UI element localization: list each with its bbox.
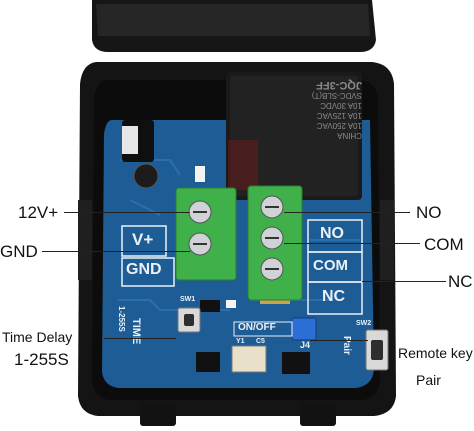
silk-nc: NC — [322, 288, 346, 305]
relay-model: SVDC-SLB(T) — [311, 91, 362, 100]
relay-rating-1: 10A 250VAC — [316, 121, 362, 130]
silk-j4: J4 — [300, 340, 311, 350]
silk-v-plus: V+ — [132, 230, 154, 249]
silk-y1: Y1 — [236, 338, 245, 345]
relay-rating-2: 10A 125VAC — [316, 111, 362, 120]
relay-rating-3: 10A 30VDC — [320, 101, 362, 110]
callout-line-com — [284, 243, 420, 244]
relay-label: CHINA 10A 250VAC 10A 125VAC 10A 30VDC SV… — [300, 79, 362, 140]
pair-jumper — [291, 317, 317, 341]
silk-pair: Pair — [341, 336, 352, 355]
callout-line-remote — [310, 340, 368, 341]
label-pair: Pair — [416, 372, 441, 388]
label-time-delay: Time Delay — [2, 329, 73, 345]
label-nc: NC — [448, 272, 473, 291]
silk-sw2: SW2 — [356, 320, 372, 327]
label-time-range: 1-255S — [14, 350, 69, 369]
relay-origin: CHINA — [337, 131, 362, 140]
callout-line-nc — [362, 281, 446, 282]
silk-c5: C5 — [256, 338, 265, 345]
callout-line-gnd — [42, 251, 190, 252]
label-com: COM — [424, 235, 464, 254]
silk-gnd: GND — [126, 261, 162, 278]
callout-line-time — [104, 338, 176, 339]
label-no: NO — [416, 203, 442, 222]
silk-range: 1-255S — [117, 306, 126, 332]
label-12v: 12V+ — [18, 203, 59, 222]
silk-time: TIME — [130, 318, 142, 345]
callout-line-no — [284, 212, 410, 213]
label-gnd: GND — [0, 242, 38, 261]
power-terminal-block — [175, 187, 237, 281]
silk-sw1: SW1 — [180, 296, 196, 303]
silk-com: COM — [313, 257, 348, 274]
silk-on-off: ON/OFF — [238, 322, 276, 333]
label-remote-key: Remote key — [398, 345, 473, 361]
silk-no: NO — [320, 225, 344, 242]
callout-line-12v — [64, 212, 190, 213]
relay-brand: JQC-3FF — [316, 79, 362, 91]
